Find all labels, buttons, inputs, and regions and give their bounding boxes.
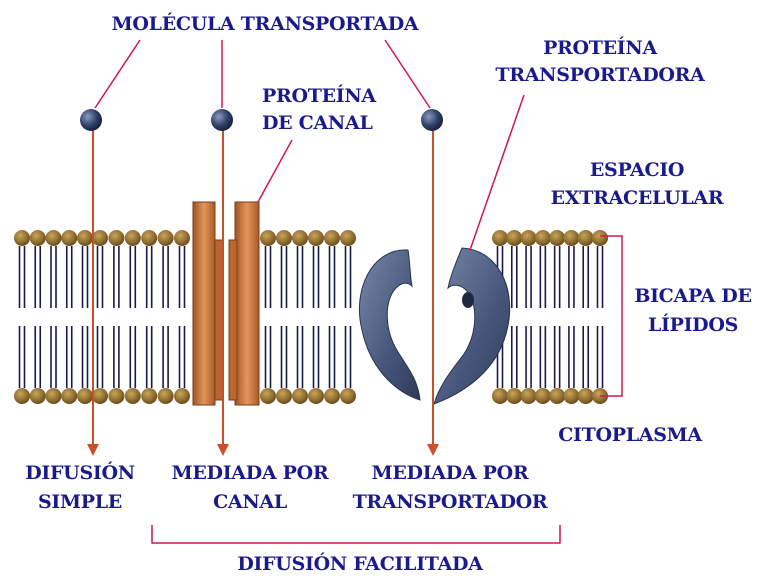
lipid-head — [535, 230, 551, 246]
lipid-head — [174, 230, 190, 246]
label-channel-protein-line1: PROTEÍNA — [262, 84, 376, 108]
lipid-head — [308, 388, 324, 404]
lipid-head — [563, 388, 579, 404]
label-bilayer-line1: BICAPA DE — [628, 284, 758, 308]
label-carrier-mediated-line2: TRANSPORTADOR — [330, 490, 570, 514]
label-transported-molecule: MOLÉCULA TRANSPORTADA — [55, 12, 475, 36]
lipid-head — [492, 388, 508, 404]
label-carrier-mediated-line1: MEDIADA POR — [340, 461, 560, 485]
lipid-head — [549, 388, 565, 404]
lipid-head — [77, 388, 93, 404]
lipid-head — [592, 230, 608, 246]
lipid-head — [276, 230, 292, 246]
lipid-head — [292, 230, 308, 246]
lipid-head — [340, 388, 356, 404]
lipid-head — [521, 230, 537, 246]
lipid-head — [174, 388, 190, 404]
lipid-head — [77, 230, 93, 246]
lipid-head — [276, 388, 292, 404]
lipid-head — [506, 388, 522, 404]
molecule-carrier — [421, 109, 443, 131]
lipid-head — [521, 388, 537, 404]
label-carrier-protein-line1: PROTEÍNA — [470, 36, 730, 60]
lipid-head — [158, 388, 174, 404]
lipid-head — [324, 230, 340, 246]
label-facilitated-diffusion: DIFUSIÓN FACILITADA — [200, 552, 520, 576]
label-extracellular-line1: ESPACIO — [522, 158, 752, 182]
label-simple-diffusion-line2: SIMPLE — [10, 490, 150, 514]
lipid-head — [340, 230, 356, 246]
lipid-head — [92, 230, 108, 246]
lipid-head — [158, 230, 174, 246]
lipid-head — [30, 230, 46, 246]
lipid-head — [292, 388, 308, 404]
carrier-protein — [359, 248, 509, 404]
lipid-head — [30, 388, 46, 404]
lipid-head — [46, 230, 62, 246]
lipid-head — [108, 388, 124, 404]
lipid-head — [46, 388, 62, 404]
lipid-head — [506, 230, 522, 246]
lipid-head — [549, 230, 565, 246]
molecule-simple — [80, 109, 102, 131]
lipid-head — [578, 230, 594, 246]
lipid-head — [260, 388, 276, 404]
channel-protein — [193, 202, 259, 405]
lipid-bilayer — [14, 230, 608, 404]
lipid-head — [61, 388, 77, 404]
lipid-head — [125, 388, 141, 404]
lipid-head — [308, 230, 324, 246]
lipid-head — [260, 230, 276, 246]
molecule-channel — [211, 109, 233, 131]
label-channel-protein-line2: DE CANAL — [262, 111, 373, 135]
lipid-head — [92, 388, 108, 404]
label-bilayer-line2: LÍPIDOS — [628, 313, 758, 337]
lipid-head — [141, 230, 157, 246]
label-extracellular-line2: EXTRACELULAR — [522, 186, 752, 210]
lipid-head — [108, 230, 124, 246]
lipid-head — [61, 230, 77, 246]
lipid-head — [141, 388, 157, 404]
label-carrier-protein-line2: TRANSPORTADORA — [470, 63, 730, 87]
label-simple-diffusion-line1: DIFUSIÓN — [10, 461, 150, 485]
label-cytoplasm: CITOPLASMA — [540, 423, 720, 447]
lipid-head — [492, 230, 508, 246]
label-channel-mediated-line2: CANAL — [155, 490, 345, 514]
lipid-head — [14, 388, 30, 404]
label-channel-mediated-line1: MEDIADA POR — [155, 461, 345, 485]
lipid-head — [535, 388, 551, 404]
lipid-head — [324, 388, 340, 404]
lipid-head — [563, 230, 579, 246]
lipid-head — [14, 230, 30, 246]
lipid-head — [578, 388, 594, 404]
lipid-head — [125, 230, 141, 246]
